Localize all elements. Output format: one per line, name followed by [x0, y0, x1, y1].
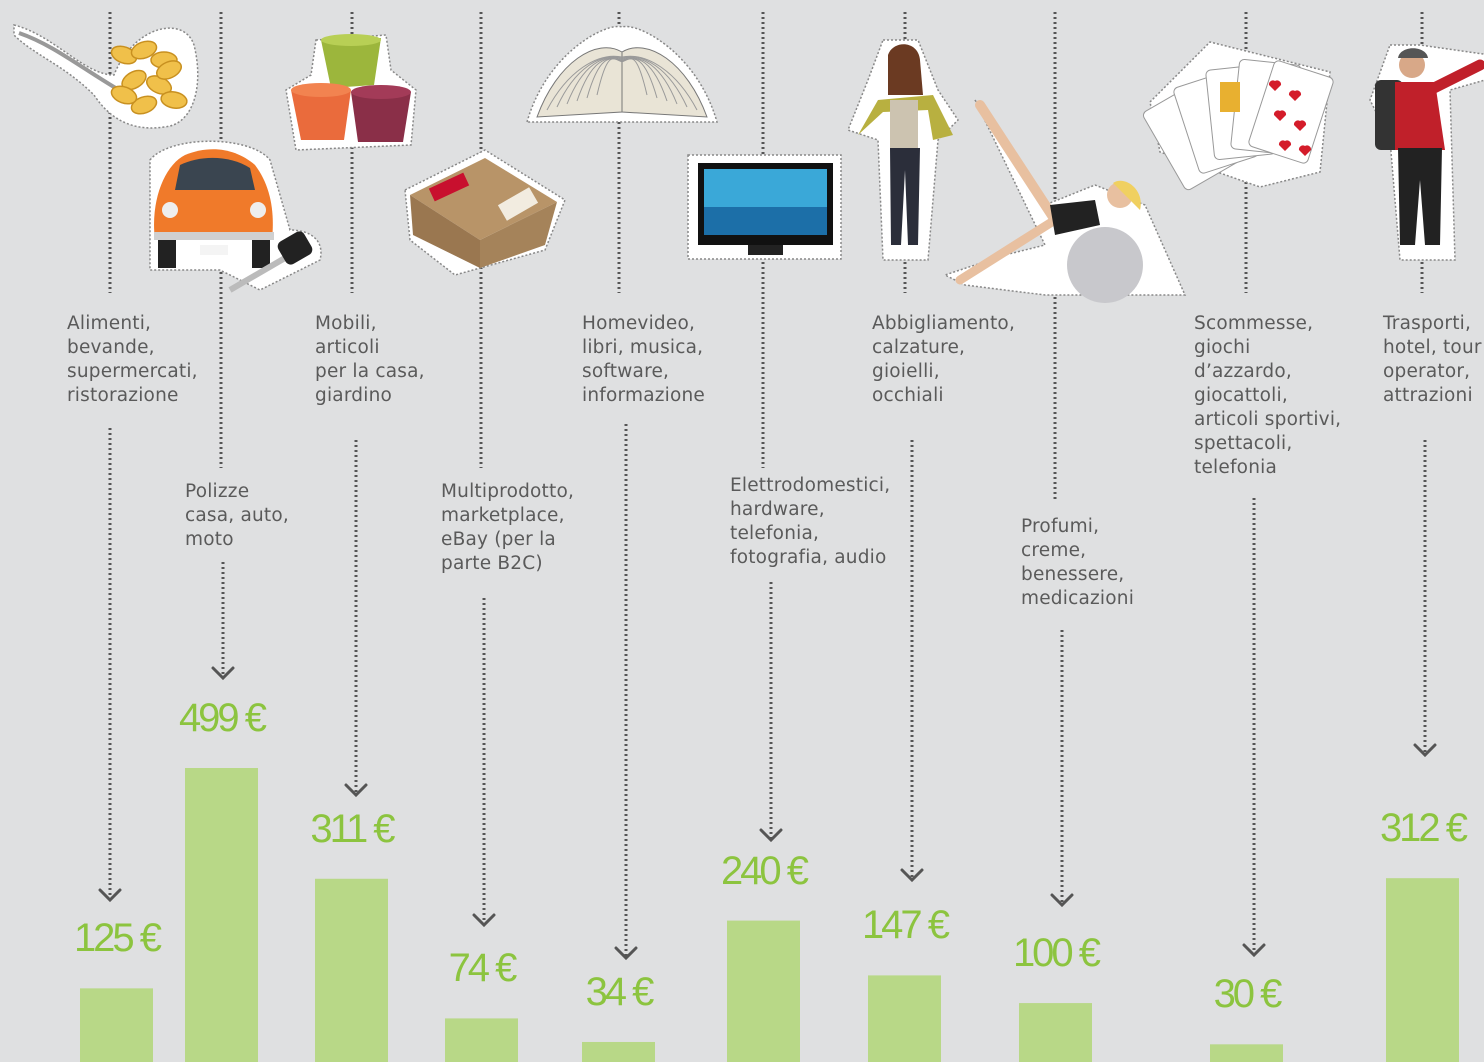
arrow-down-icon [900, 868, 924, 883]
category-label: Profumi, creme, benessere, medicazioni [1021, 516, 1135, 609]
value-label: 499 € [178, 696, 267, 740]
arrow-down-icon [1413, 743, 1437, 758]
value-label: 125 € [73, 916, 162, 961]
bar [582, 1041, 655, 1062]
category-label: Multiprodotto, marketplace, eBay (per la… [441, 481, 575, 574]
value-label: 312 € [1379, 806, 1468, 851]
hiker-icon [1369, 44, 1484, 261]
value-label: 311 € [310, 806, 395, 851]
category-label: Polizze casa, auto, moto [185, 481, 289, 550]
arrow-down-icon [344, 783, 368, 798]
mail-parcel-icon [404, 149, 566, 276]
car-key-icon [149, 140, 322, 293]
category-label: Alimenti, bevande, supermercati, ristora… [67, 313, 198, 406]
playing-cards-icon [1142, 41, 1334, 191]
category-label: Mobili, articoli per la casa, giardino [315, 313, 425, 406]
arrow-down-icon [1242, 943, 1266, 958]
arrow-down-icon [98, 888, 122, 903]
flower-pots-icon [285, 34, 417, 151]
bar [868, 975, 941, 1062]
arrow-down-icon [211, 666, 235, 681]
bar [80, 988, 153, 1062]
bar [1386, 878, 1459, 1062]
arrow-down-icon [759, 828, 783, 843]
value-label: 240 € [720, 848, 809, 893]
value-label: 100 € [1012, 931, 1101, 976]
pasta-fork-icon [13, 24, 199, 129]
category-label: Elettrodomestici, hardware, telefonia, f… [730, 475, 891, 568]
value-label: 30 € [1213, 972, 1283, 1017]
category-label: Homevideo, libri, musica, software, info… [582, 313, 706, 406]
value-label: 74 € [448, 946, 518, 991]
category-label: Scommesse, giochi d’azzardo, giocattoli,… [1194, 313, 1342, 478]
bar [315, 878, 388, 1062]
value-label: 147 € [861, 903, 950, 948]
fashion-woman-icon [847, 39, 959, 261]
arrow-down-icon [1050, 893, 1074, 908]
category-label: Trasporti, hotel, tour operator, attrazi… [1383, 313, 1482, 406]
bar [185, 768, 258, 1062]
tv-icon [687, 154, 842, 260]
value-label: 34 € [585, 969, 655, 1014]
bar [1210, 1044, 1283, 1062]
category-label: Abbigliamento, calzature, gioielli, occh… [872, 313, 1016, 406]
open-book-icon [526, 25, 718, 123]
bar [1019, 1003, 1092, 1062]
arrow-down-icon [614, 946, 638, 961]
bar [727, 920, 800, 1062]
bar [445, 1018, 518, 1062]
fitness-ball-icon [943, 99, 1187, 303]
arrow-down-icon [472, 913, 496, 928]
